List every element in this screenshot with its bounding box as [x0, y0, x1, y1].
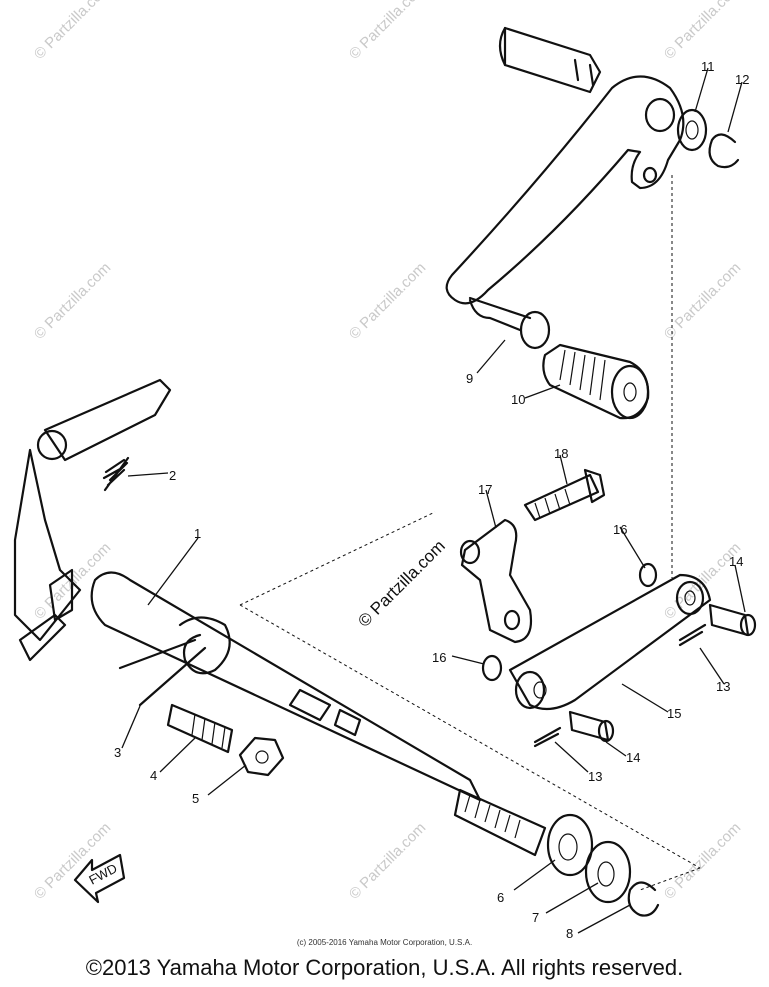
- callout-12: 12: [735, 72, 749, 87]
- small-copyright: (c) 2005-2016 Yamaha Motor Corporation, …: [296, 938, 473, 947]
- callout-6: 6: [497, 890, 504, 905]
- watermark: © Partzilla.com: [346, 0, 429, 63]
- callout-4: 4: [150, 768, 157, 783]
- callout-2: 2: [169, 468, 176, 483]
- copyright-notice: ©2013 Yamaha Motor Corporation, U.S.A. A…: [85, 955, 684, 980]
- watermark: © Partzilla.com: [346, 819, 429, 902]
- washer-16: [638, 562, 658, 588]
- shift-shaft: [90, 571, 547, 857]
- washer-16: [481, 654, 503, 682]
- callouts: 1 2 3 4 5 6 7 8 9 10 11 12 13 13 14 14 1…: [114, 59, 749, 941]
- callout-13: 13: [716, 679, 730, 694]
- callout-14: 14: [626, 750, 640, 765]
- washer-7-hole: [597, 861, 615, 887]
- callout-17: 17: [478, 482, 492, 497]
- cotter-pin-13: [533, 726, 562, 748]
- bolt-4: [166, 703, 234, 754]
- washer-6: [546, 813, 594, 877]
- spring-2: [102, 456, 130, 492]
- bolt-18: [523, 468, 606, 522]
- pin-14: [568, 710, 615, 743]
- callout-13: 13: [588, 769, 602, 784]
- leader-lines: [121, 67, 746, 934]
- watermarks: © Partzilla.com © Partzilla.com © Partzi…: [31, 0, 744, 903]
- watermark: © Partzilla.com: [661, 819, 744, 902]
- callout-3: 3: [114, 745, 121, 760]
- assembly-outline: [239, 511, 701, 891]
- watermark: © Partzilla.com: [31, 259, 114, 342]
- callout-14: 14: [729, 554, 743, 569]
- washer-6-hole: [558, 833, 578, 861]
- callout-16: 16: [432, 650, 446, 665]
- watermark: © Partzilla.com: [661, 0, 744, 63]
- washer-7: [584, 840, 632, 904]
- callout-7: 7: [532, 910, 539, 925]
- watermark: © Partzilla.com: [661, 259, 744, 342]
- callout-5: 5: [192, 791, 199, 806]
- callout-18: 18: [554, 446, 568, 461]
- callout-11: 11: [701, 59, 715, 74]
- callout-8: 8: [566, 926, 573, 941]
- watermark: © Partzilla.com: [346, 259, 429, 342]
- nut-5: [238, 736, 285, 777]
- callout-15: 15: [667, 706, 681, 721]
- washer-11-hole: [685, 120, 699, 140]
- watermark-center: © Partzilla.com: [354, 536, 448, 630]
- callout-9: 9: [466, 371, 473, 386]
- circlip-12: [708, 133, 740, 169]
- callout-1: 1: [194, 526, 201, 541]
- shift-shaft-stopper: [13, 378, 172, 662]
- return-spring-3: [118, 616, 231, 707]
- shift-rod-15: [508, 573, 712, 711]
- callout-16: 16: [613, 522, 627, 537]
- pedal-rubber: [542, 343, 650, 420]
- washer-11: [676, 108, 708, 152]
- cotter-pin-13: [678, 623, 707, 647]
- watermark: © Partzilla.com: [31, 0, 114, 63]
- circlip-8: [627, 881, 660, 917]
- shift-arm-17: [459, 518, 533, 644]
- pin-14: [708, 603, 757, 637]
- callout-10: 10: [511, 392, 525, 407]
- shift-pedal: [445, 26, 685, 350]
